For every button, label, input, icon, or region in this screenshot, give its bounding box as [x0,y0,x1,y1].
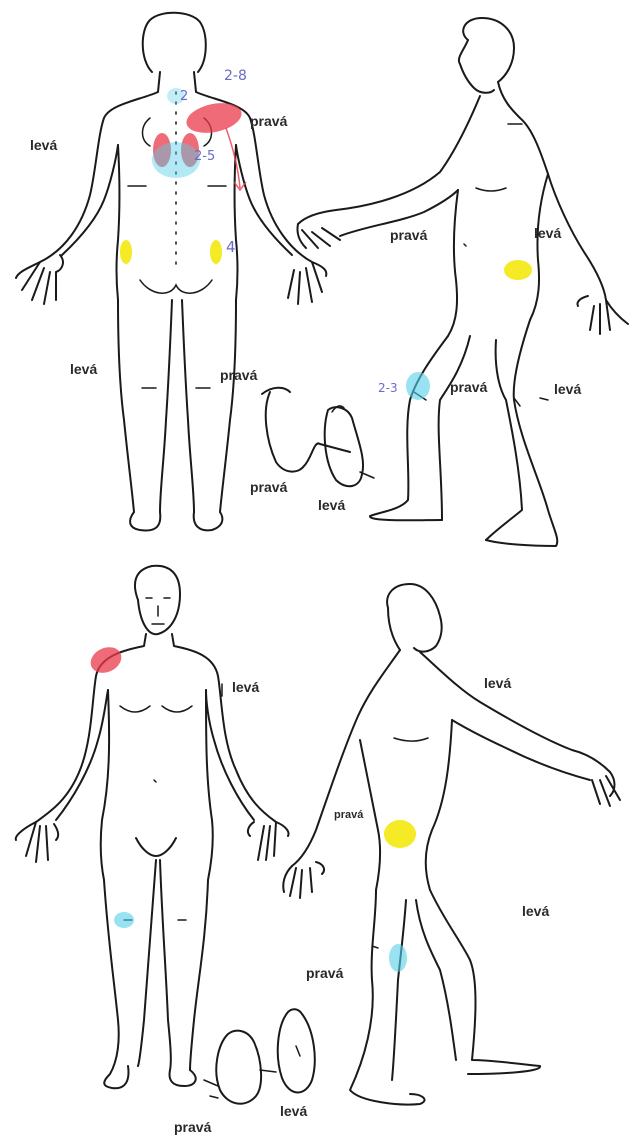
annotation-knee: 2-3 [378,381,398,395]
marking-yellow-hip-side2 [384,820,416,848]
marking-yellow-lowback-right [210,240,222,264]
label-side1-left: levá [534,225,561,241]
label-front-left: levá [232,679,259,695]
marking-red-shoulder [184,98,245,137]
figure-side-view-1 [297,18,628,546]
marking-blue-knee-side2 [389,944,407,972]
label-feet-bottom-left: levá [280,1103,307,1119]
label-back-leg-left: levá [70,361,97,377]
label-back-right: pravá [250,113,288,129]
label-back-left: levá [30,137,57,153]
label-side1-right: pravá [390,227,428,243]
marking-blue-knee-side1 [406,372,430,400]
annotation-mid-back: 2-5 [194,149,215,164]
annotation-lower-back: 4 [226,238,236,256]
label-side2-leg-right: pravá [306,965,344,981]
label-side2-right: pravá [334,809,364,821]
marking-red-shoulder-front [86,642,125,677]
figure-front-view [16,566,289,1089]
label-side2-left: levá [484,675,511,691]
label-side1-knee-left: levá [554,381,581,397]
marking-blue-midback [152,142,200,178]
label-side2-leg-left: levá [522,903,549,919]
annotation-shoulder: 2-8 [224,68,247,84]
marking-yellow-lowback-left [120,240,132,264]
marking-yellow-hip-side1 [504,260,532,280]
figure-side-view-2 [283,584,620,1104]
label-feet-bottom-right: pravá [174,1119,212,1135]
marking-blue-knee-front [114,912,134,928]
annotation-neck: 2 [180,89,188,104]
label-feet-top-left: levá [318,497,345,513]
feet-soles-top [262,388,374,487]
label-side1-knee-right: pravá [450,379,488,395]
label-feet-top-right: pravá [250,479,288,495]
feet-soles-bottom [204,1009,315,1104]
label-back-leg-right: pravá [220,367,258,383]
